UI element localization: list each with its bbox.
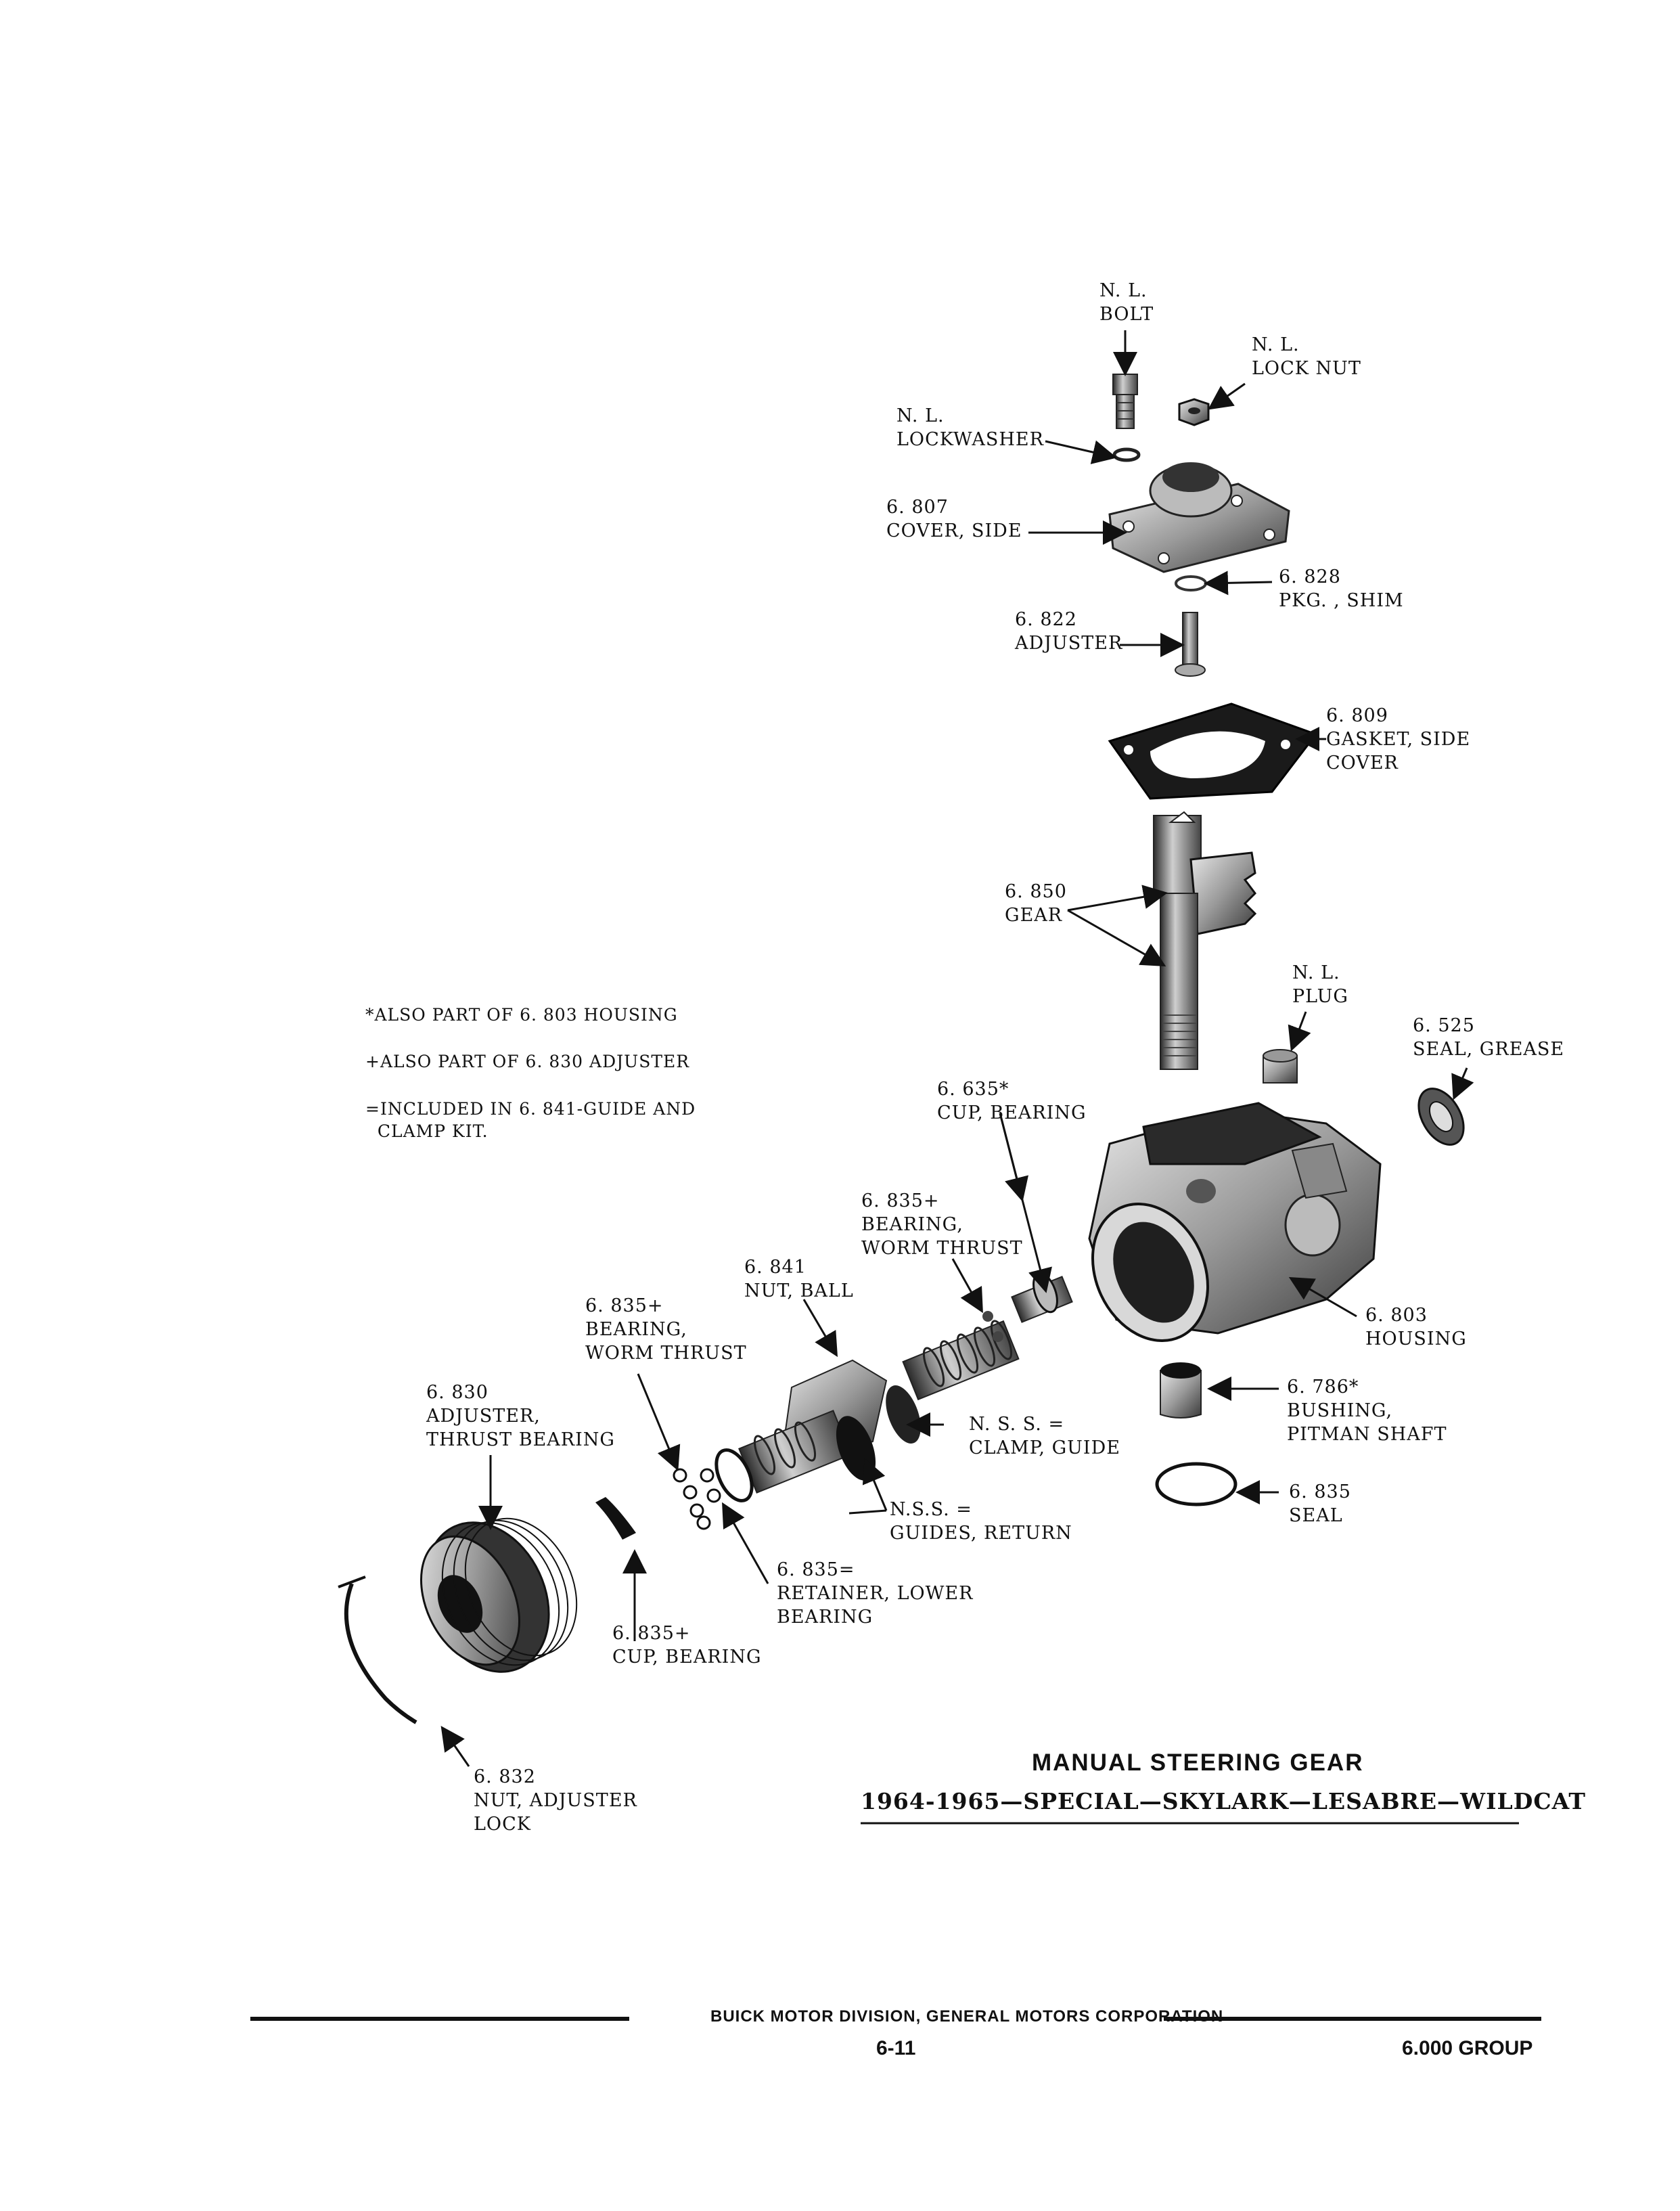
adjuster-screw-part (1175, 612, 1206, 677)
label-guides-return: N.S.S. = GUIDES, RETURN (890, 1499, 1072, 1544)
label-adjuster-thrust-bearing: 6. 830 ADJUSTER, THRUST BEARING (426, 1382, 615, 1450)
seal-ring-part (1155, 1462, 1238, 1506)
label-bearing-worm-thrust-upper: 6. 835+ BEARING, WORM THRUST (861, 1190, 1023, 1259)
note-adjuster: +ALSO PART OF 6. 830 ADJUSTER (365, 1052, 690, 1071)
shim-part (1175, 575, 1207, 591)
note-guide-clamp-kit: =INCLUDED IN 6. 841-GUIDE AND CLAMP KIT. (365, 1099, 696, 1141)
leader-guides-tail (848, 1509, 887, 1515)
diagram-title: MANUAL STEERING GEAR (1032, 1749, 1364, 1776)
thrust-adjuster-part (419, 1517, 578, 1673)
label-housing: 6. 803 HOUSING (1365, 1305, 1467, 1349)
lockwasher-part (1112, 447, 1141, 462)
label-nut-adjuster-lock: 6. 832 NUT, ADJUSTER LOCK (474, 1766, 637, 1835)
lower-thrust-bearing-part (673, 1468, 721, 1530)
label-bushing: 6. 786* BUSHING, PITMAN SHAFT (1287, 1377, 1447, 1445)
label-lockwasher: N. L. LOCKWASHER (896, 405, 1044, 450)
gasket-part (1108, 702, 1318, 800)
label-adjuster: 6. 822 ADJUSTER (1015, 609, 1123, 654)
lock-nut-part (1178, 398, 1210, 426)
cup-bearing-lower-part (595, 1497, 636, 1540)
footer-division: BUICK MOTOR DIVISION, GENERAL MOTORS COR… (710, 2007, 1224, 2026)
label-gasket: 6. 809 GASKET, SIDE COVER (1326, 705, 1471, 774)
worm-shaft-ball-nut-part (738, 1272, 1073, 1494)
footer-group: 6.000 GROUP (1402, 2037, 1533, 2059)
label-gear: 6. 850 GEAR (1005, 881, 1067, 926)
footer-page-number: 6-11 (876, 2037, 916, 2059)
label-cup-bearing-top: 6. 635* CUP, BEARING (937, 1079, 1087, 1123)
housing-part (1088, 1102, 1382, 1342)
sector-gear-part (1153, 811, 1257, 1070)
label-seal-grease: 6. 525 SEAL, GREASE (1413, 1015, 1565, 1060)
grease-seal-part (1417, 1088, 1465, 1146)
label-retainer: 6. 835= RETAINER, LOWER BEARING (777, 1559, 974, 1628)
lock-nut-tab (338, 1576, 366, 1588)
note-housing: *ALSO PART OF 6. 803 HOUSING (365, 1005, 678, 1025)
plug-part (1263, 1049, 1298, 1084)
label-bearing-worm-thrust-lower: 6. 835+ BEARING, WORM THRUST (585, 1295, 747, 1364)
retainer-part (714, 1448, 754, 1502)
side-cover-part (1108, 462, 1290, 573)
label-bolt: N. L. BOLT (1099, 280, 1154, 325)
label-cup-bearing-bottom: 6. 835+ CUP, BEARING (612, 1623, 762, 1668)
label-cover-side: 6. 807 COVER, SIDE (886, 497, 1022, 541)
label-seal: 6. 835 SEAL (1289, 1481, 1351, 1526)
leader-lines (440, 330, 1474, 1767)
adjuster-lock-nut-part (344, 1582, 417, 1724)
label-plug: N. L. PLUG (1292, 962, 1348, 1007)
label-lock-nut: N. L. LOCK NUT (1252, 334, 1361, 379)
diagram-subtitle: 1964-1965—SPECIAL—SKYLARK—LESABRE—WILDCA… (861, 1788, 1586, 1814)
bolt-part (1112, 374, 1138, 429)
label-nut-ball: 6. 841 NUT, BALL (744, 1257, 854, 1301)
label-shim: 6. 828 PKG. , SHIM (1279, 566, 1404, 611)
label-clamp-guide: N. S. S. = CLAMP, GUIDE (969, 1414, 1120, 1458)
bushing-part (1160, 1362, 1202, 1419)
